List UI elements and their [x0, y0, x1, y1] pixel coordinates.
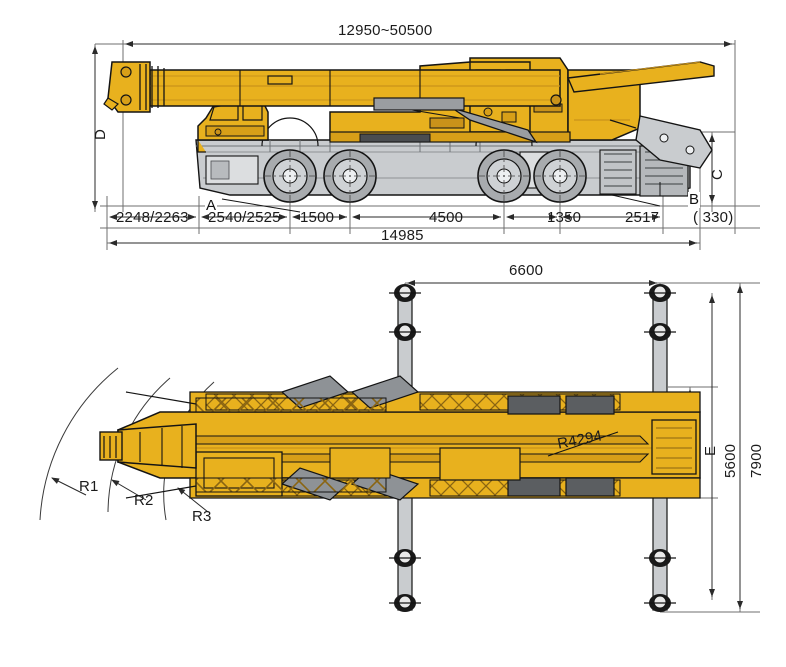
side-dim-6: 2517	[625, 209, 660, 226]
side-dimension-arrows	[92, 41, 732, 246]
body-radius-leader	[547, 431, 619, 457]
side-overall-length-label: 14985	[381, 227, 424, 244]
side-dim-3: 1500	[300, 209, 335, 226]
callout-b: B	[688, 191, 701, 208]
radius-label-r2: R2	[134, 492, 154, 509]
callout-a: A	[205, 197, 218, 214]
radius-leaders	[51, 477, 209, 513]
side-dim-7: ( 330)	[693, 209, 734, 226]
side-dim-1: 2248/2263	[116, 209, 189, 226]
side-top-dimension-label: 12950~50500	[338, 22, 433, 39]
plan-label-e: E	[702, 445, 719, 456]
plan-width-5600-label: 5600	[722, 443, 739, 478]
side-height-label-c: C	[709, 168, 726, 180]
plan-outrigger-span-label: 6600	[509, 262, 544, 279]
plan-view	[39, 280, 760, 613]
radius-label-r1: R1	[79, 478, 99, 495]
side-dim-4: 4500	[429, 209, 464, 226]
radius-label-r3: R3	[192, 508, 212, 525]
wheels-side	[261, 117, 587, 203]
side-elevation-view	[92, 40, 760, 250]
jack-pad	[389, 284, 676, 612]
boom-plan	[99, 391, 387, 499]
plan-width-7900-label: 7900	[748, 443, 765, 478]
telescopic-boom-side	[103, 61, 562, 144]
side-dim-2: 2540/2525	[208, 209, 281, 226]
stowed-jib-side	[566, 61, 715, 169]
side-dim-5: 1350	[547, 209, 582, 226]
side-height-label-d: D	[92, 128, 109, 140]
side-callout-leaders	[221, 182, 661, 213]
